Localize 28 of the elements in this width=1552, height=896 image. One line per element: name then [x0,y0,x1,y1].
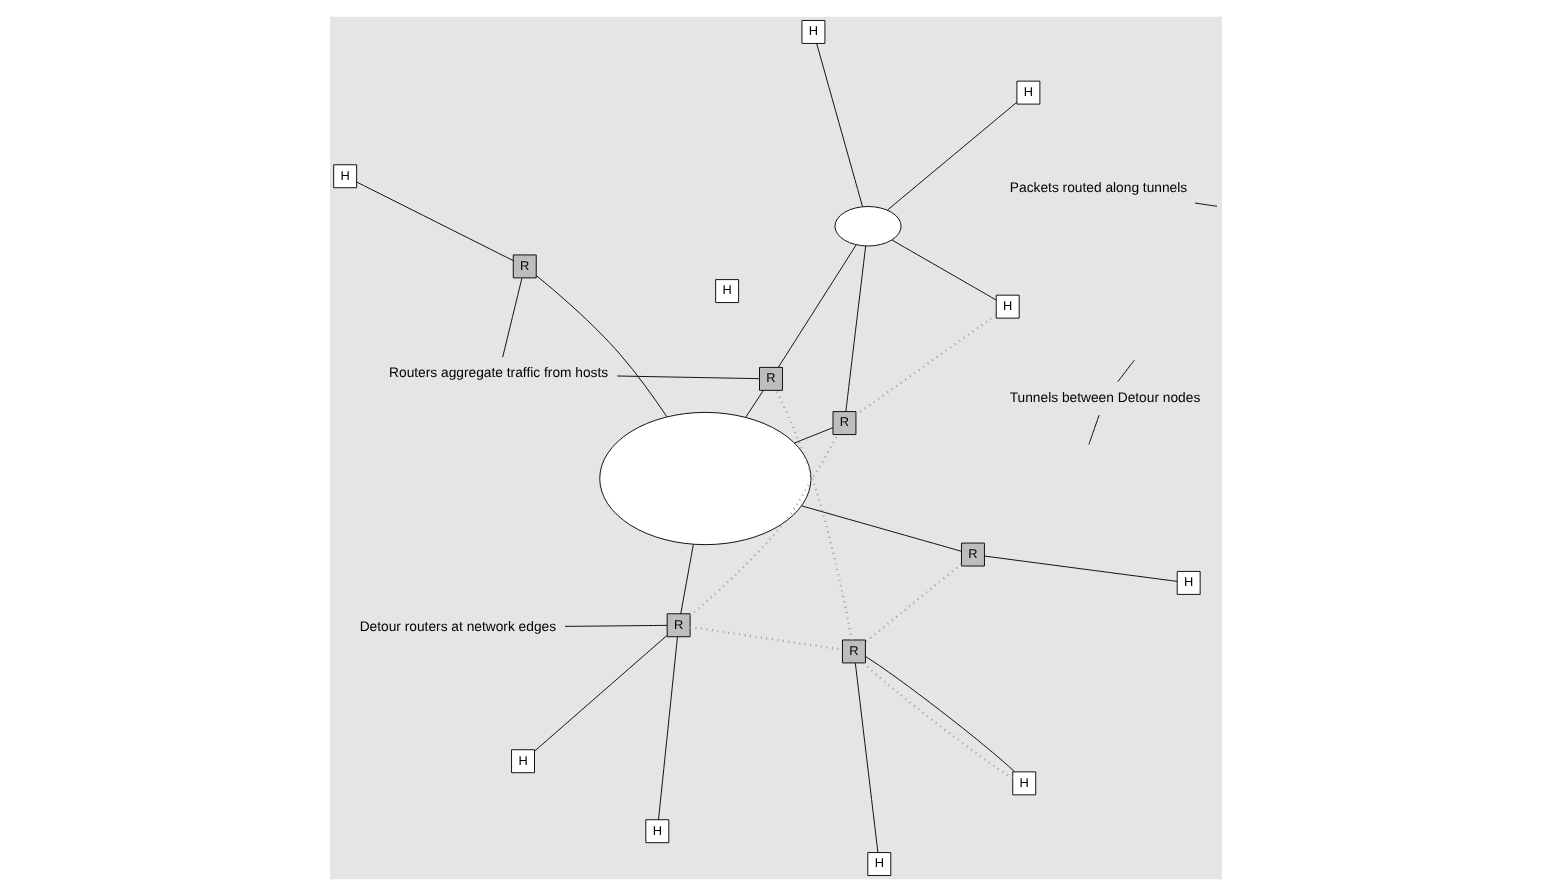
connector [356,181,514,262]
connector [886,101,1018,211]
connector [854,662,879,853]
connector [816,43,863,208]
connector [984,555,1178,582]
connector [865,563,962,643]
connector [502,277,523,358]
connector [801,505,962,552]
connector [690,625,843,651]
connector [778,244,857,368]
node-cloud [599,411,812,546]
connector [535,275,668,418]
node-cloud [834,206,902,247]
connector [891,239,997,301]
connector [1117,359,1135,383]
connector [534,635,668,752]
connector [680,543,694,615]
connector [745,390,764,418]
connector [1088,414,1100,445]
connector [689,434,839,617]
connector [1194,202,1218,207]
connector [845,245,867,412]
connector [658,636,678,820]
connector [564,624,668,627]
connector [794,427,834,444]
connector [616,375,760,380]
connector [775,390,853,641]
connector [855,314,997,416]
